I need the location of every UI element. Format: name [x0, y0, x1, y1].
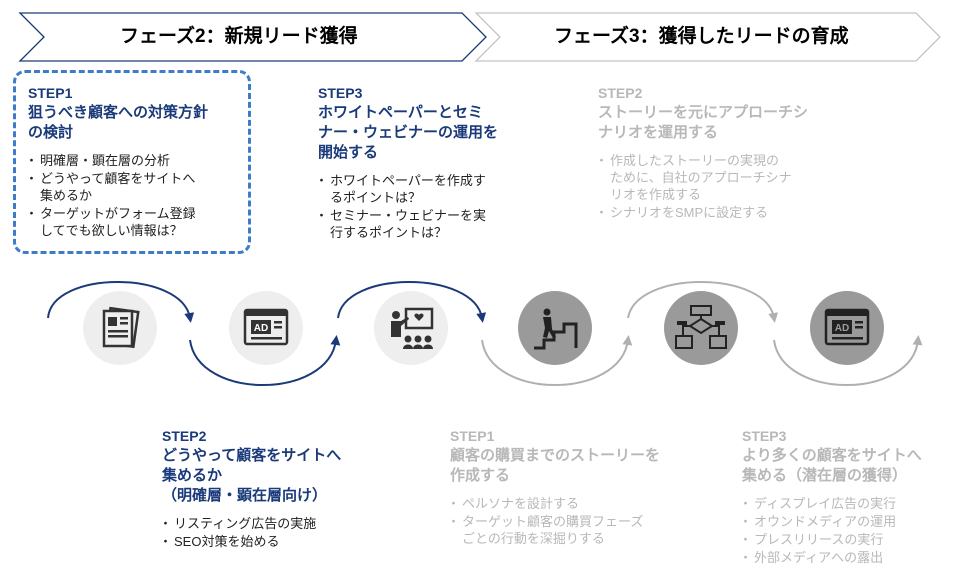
heading-line: 狙うべき顧客への対策方針 [28, 104, 209, 121]
phase2-arrow [18, 12, 487, 62]
heading-line: より多くの顧客をサイトへ [742, 447, 922, 464]
step-heading: ストーリーを元にアプローチシ ナリオを運用する [598, 103, 838, 143]
phase2-title: フェーズ2：新規リード獲得 [120, 26, 358, 47]
heading-line: ナリオを運用する [598, 124, 719, 141]
heading-line: 顧客の購買までのストーリーを [450, 447, 661, 464]
presentation-icon [374, 291, 448, 365]
phase3-title: フェーズ3：獲得したリードの育成 [554, 26, 849, 47]
flow-arc [47, 281, 195, 323]
flow-arc [481, 335, 633, 386]
step-heading: 狙うべき顧客への対策方針 の検討 [28, 103, 248, 143]
flow-arc [189, 335, 341, 386]
bullet-item: SEO対策を始める [159, 533, 392, 550]
step-label: STEP1 [28, 85, 73, 101]
flow-arc [627, 281, 779, 323]
svg-text:AD: AD [835, 323, 849, 334]
step-label: STEP1 [450, 428, 495, 444]
step-heading: ホワイトペーパーとセミ ナー・ウェビナーの運用を 開始する [318, 103, 538, 163]
phase3-step1: STEP1 顧客の購買までのストーリーを 作成する ペルソナを設計する ターゲッ… [447, 427, 700, 548]
step-label: STEP2 [598, 85, 643, 101]
selected-step-highlight [13, 70, 251, 254]
bullet-item: 明確層・顕在層の分析 [25, 152, 248, 169]
heading-line: （明確層・顕在層向け） [162, 487, 328, 504]
phase2-step1: STEP1 狙うべき顧客への対策方針 の検討 明確層・顕在層の分析 どうやって顧… [25, 84, 248, 240]
bullet-item: オウンドメディアの運用 [739, 513, 952, 530]
step-label: STEP3 [318, 85, 363, 101]
heading-line: ナー・ウェビナーの運用を [318, 124, 499, 141]
staircase-icon [518, 291, 592, 365]
documents-icon [83, 291, 157, 365]
bullet-item: ディスプレイ広告の実行 [739, 495, 952, 512]
step-label: STEP3 [742, 428, 787, 444]
bullet-item: ペルソナを設計する [447, 495, 700, 512]
phase3-arrow [474, 12, 941, 62]
step-label: STEP2 [162, 428, 207, 444]
bullet-item: リスティング広告の実施 [159, 515, 392, 532]
step-heading: どうやって顧客をサイトへ 集めるか （明確層・顕在層向け） [162, 446, 392, 506]
heading-line: ストーリーを元にアプローチシ [598, 104, 809, 121]
step-heading: 顧客の購買までのストーリーを 作成する [450, 446, 700, 486]
svg-text:AD: AD [254, 323, 268, 334]
step-heading: より多くの顧客をサイトへ 集める（潜在層の獲得） [742, 446, 952, 486]
step-bullets: リスティング広告の実施 SEO対策を始める [159, 515, 392, 550]
flow-arc [337, 281, 487, 323]
heading-line: どうやって顧客をサイトへ [162, 447, 342, 464]
phase2-step3: STEP3 ホワイトペーパーとセミ ナー・ウェビナーの運用を 開始する ホワイト… [315, 84, 538, 242]
heading-line: 作成する [450, 467, 511, 484]
flow-arc [773, 335, 923, 386]
bullet-item: 外部メディアへの露出 [739, 549, 952, 566]
heading-line: の検討 [28, 124, 74, 141]
phase3-step3: STEP3 より多くの顧客をサイトへ 集める（潜在層の獲得） ディスプレイ広告の… [739, 427, 952, 567]
bullet-item: プレスリリースの実行 [739, 531, 952, 548]
phase2-step2: STEP2 どうやって顧客をサイトへ 集めるか （明確層・顕在層向け） リスティ… [159, 427, 392, 551]
ad-window-icon: AD [229, 291, 303, 365]
heading-line: ホワイトペーパーとセミ [318, 104, 483, 121]
phase3-step2: STEP2 ストーリーを元にアプローチシ ナリオを運用する 作成したストーリーの… [595, 84, 838, 222]
phase-banner-graphic [18, 12, 941, 62]
heading-line: 集めるか [162, 467, 223, 484]
heading-line: 開始する [318, 144, 379, 161]
bullet-item: シナリオをSMPに設定する [595, 204, 838, 221]
ad-window-icon: AD [810, 291, 884, 365]
flowchart-icon [664, 291, 738, 365]
heading-line: 集める（潜在層の獲得） [742, 467, 908, 484]
step-bullets: ディスプレイ広告の実行 オウンドメディアの運用 プレスリリースの実行 外部メディ… [739, 495, 952, 566]
